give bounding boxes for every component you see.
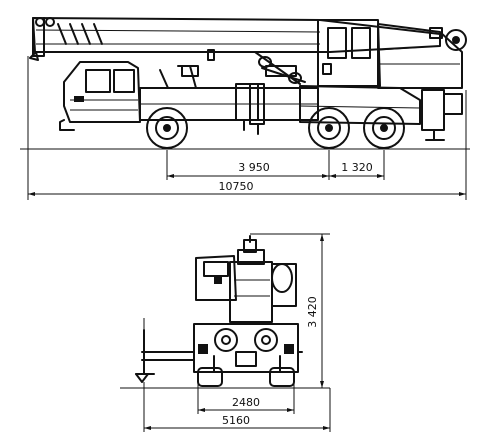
wheels-side — [146, 107, 405, 149]
chassis — [139, 65, 463, 141]
rear-axles-label: 1 320 — [341, 161, 373, 174]
axle-spacing-label: 3 950 — [238, 161, 270, 174]
truck-cab — [59, 61, 141, 131]
wheels-front — [197, 367, 295, 387]
outrigger-front — [135, 318, 303, 383]
height-label: 3 420 — [306, 296, 319, 328]
side-dimensions — [27, 56, 467, 200]
track-width-label: 2480 — [232, 396, 260, 409]
front-carrier — [193, 323, 299, 373]
front-view — [120, 233, 331, 432]
front-dimensions — [143, 233, 331, 432]
overall-length-label: 10750 — [219, 180, 254, 193]
crane-cabin — [317, 19, 467, 89]
front-superstructure — [195, 235, 297, 323]
outrigger-span-label: 5160 — [222, 414, 250, 427]
side-view — [20, 17, 470, 200]
